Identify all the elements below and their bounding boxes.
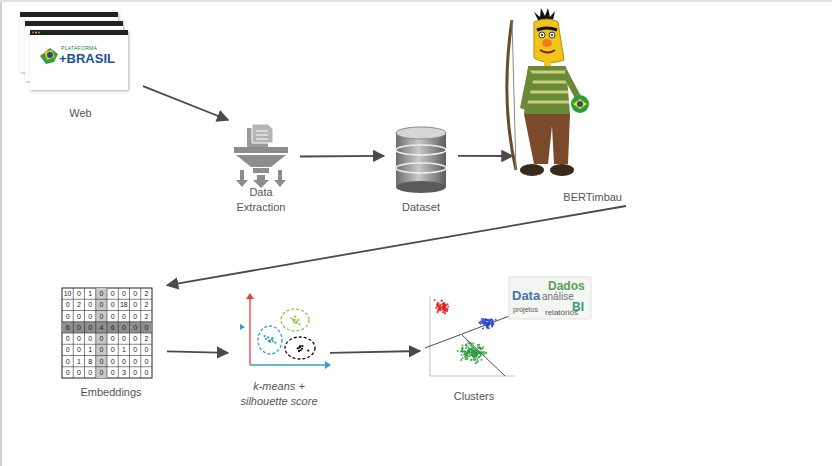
- matrix-cell: 1: [85, 344, 96, 355]
- matrix-cell: 0: [118, 333, 129, 344]
- matrix-cell: 0: [107, 367, 118, 378]
- matrix-cell: 0: [62, 356, 73, 367]
- matrix-lines: [62, 288, 152, 378]
- funnel-icon: [234, 124, 288, 188]
- matrix-cell: 0: [130, 299, 141, 310]
- flow-arrow: [330, 351, 420, 353]
- flow-arrow: [167, 351, 228, 352]
- pipeline-step: Web: [18, 10, 143, 122]
- matrix-cell: 1: [85, 288, 96, 299]
- word-cloud: [509, 277, 591, 319]
- matrix-cell: 2: [141, 311, 152, 322]
- matrix-cell: 0: [62, 367, 73, 378]
- pipeline-step: BERTimbau: [500, 6, 626, 206]
- matrix-cell: 0: [85, 367, 96, 378]
- matrix-cell: 0: [73, 311, 84, 322]
- step-caption: Data Extraction: [222, 185, 300, 216]
- word-cloud-term: projetos: [513, 306, 538, 313]
- word-cloud-term: análise: [542, 292, 574, 302]
- matrix-cell: 3: [118, 367, 129, 378]
- pipeline-step: Dataset: [384, 122, 458, 216]
- matrix-cell: 0: [85, 299, 96, 310]
- kmeans-chart: [240, 293, 331, 369]
- matrix-cell: 0: [130, 356, 141, 367]
- matrix-cell: 0: [96, 344, 107, 355]
- step-caption: BERTimbau: [500, 190, 626, 206]
- matrix-cell: 0: [130, 367, 141, 378]
- step-caption: Web: [18, 106, 143, 122]
- matrix-cell: 0: [85, 322, 96, 333]
- matrix-cell: 0: [118, 322, 129, 333]
- matrix-cell: 10: [62, 288, 73, 299]
- matrix-cell: 0: [107, 311, 118, 322]
- step-caption: k-means + silhouette score: [231, 379, 327, 410]
- matrix-cell: 0: [141, 356, 152, 367]
- flow-arrow: [300, 155, 384, 157]
- matrix-cell: 0: [73, 333, 84, 344]
- step-caption: Clusters: [420, 389, 528, 405]
- matrix-cell: 0: [118, 288, 129, 299]
- matrix-cell: 8: [85, 356, 96, 367]
- matrix-cell: 0: [73, 322, 84, 333]
- matrix-cell: 0: [62, 333, 73, 344]
- flow-arrow: [143, 86, 228, 120]
- matrix-cell: 0: [107, 299, 118, 310]
- flow-arrow: [458, 155, 513, 157]
- word-cloud-term: relatórios: [545, 309, 578, 317]
- matrix-grid: [62, 288, 152, 378]
- matrix-cell: 6: [62, 322, 73, 333]
- matrix-cell: 2: [141, 299, 152, 310]
- matrix-cell: 1: [118, 344, 129, 355]
- matrix-cell: 1: [73, 356, 84, 367]
- matrix-cell: 0: [141, 344, 152, 355]
- matrix-cell: 0: [96, 299, 107, 310]
- pipeline-step: Data Extraction: [222, 120, 300, 216]
- matrix-cell: 0: [73, 344, 84, 355]
- matrix-cell: 0: [107, 333, 118, 344]
- database-icon: [396, 127, 446, 193]
- matrix-cell: 2: [73, 299, 84, 310]
- matrix-cell: 2: [141, 333, 152, 344]
- word-cloud-term: Dados: [548, 280, 585, 292]
- logo-text: PLATAFORMA: [61, 46, 97, 51]
- matrix-cell: 0: [107, 344, 118, 355]
- matrix-cell: 4: [96, 322, 107, 333]
- matrix-cell: 0: [85, 333, 96, 344]
- matrix-cell: 0: [73, 367, 84, 378]
- matrix-cell: 0: [107, 356, 118, 367]
- matrix-cell: 0: [62, 311, 73, 322]
- matrix-cell: 2: [141, 288, 152, 299]
- cluster-plot: [425, 296, 520, 376]
- step-caption: Dataset: [384, 200, 458, 216]
- matrix-cell: 0: [85, 311, 96, 322]
- matrix-cell: 0: [96, 288, 107, 299]
- matrix-cell: 0: [62, 299, 73, 310]
- pipeline-step: Clusters: [420, 285, 528, 405]
- matrix-cell: 0: [141, 322, 152, 333]
- matrix-cell: 0: [96, 311, 107, 322]
- matrix-cell: 0: [130, 288, 141, 299]
- matrix-cell: 0: [62, 344, 73, 355]
- matrix-cell: 18: [118, 299, 129, 310]
- word-cloud-term: Data: [512, 289, 540, 302]
- bert-figure: [507, 8, 589, 176]
- matrix-cell: 6: [107, 322, 118, 333]
- pipeline-step: k-means + silhouette score: [228, 280, 330, 410]
- matrix-cell: 0: [96, 367, 107, 378]
- matrix-cell: 0: [130, 311, 141, 322]
- browser-windows: [20, 12, 128, 90]
- matrix-cell: 0: [141, 367, 152, 378]
- matrix-cell: 0: [96, 356, 107, 367]
- logo-text: +BRASIL: [59, 52, 115, 65]
- matrix-cell: 0: [130, 344, 141, 355]
- matrix-cell: 0: [73, 288, 84, 299]
- step-caption: Embeddings: [55, 385, 167, 401]
- matrix-cell: 0: [130, 322, 141, 333]
- matrix-cell: 0: [107, 288, 118, 299]
- matrix-cell: 0: [130, 333, 141, 344]
- matrix-cell: 0: [96, 333, 107, 344]
- matrix-cell: 0: [118, 311, 129, 322]
- matrix-cell: 0: [118, 356, 129, 367]
- flow-arrow: [167, 206, 626, 285]
